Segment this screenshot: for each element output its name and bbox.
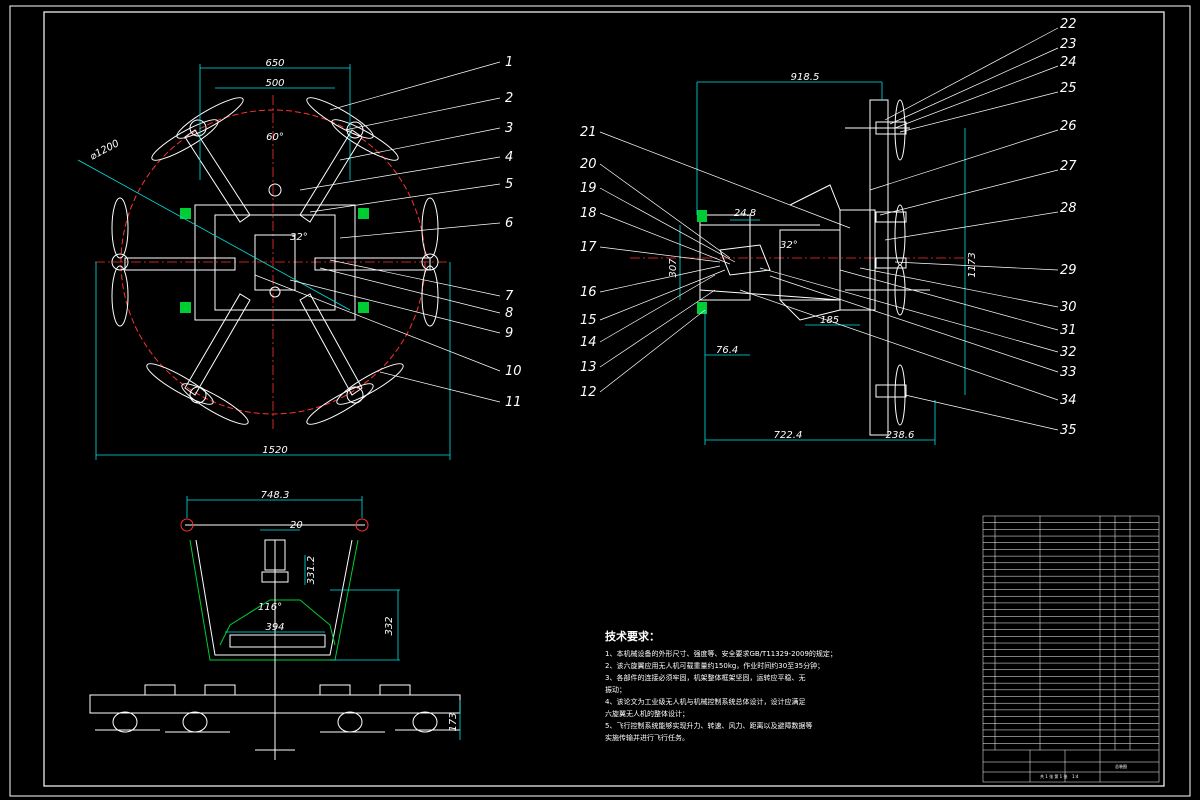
dim-1173: 1173 [967,252,978,277]
dim-2386: 238.6 [886,430,915,441]
balloon-23: 23 [1060,37,1077,52]
outer-frame [9,5,1191,797]
dim-500: 500 [265,78,284,89]
tech-line-2: 2、该六旋翼应用无人机可载重量约150kg，作业时间约30至35分钟； [605,661,824,670]
dim-307: 307 [668,258,679,278]
balloon-26: 26 [1060,119,1077,134]
title-scale: 1:4 [1072,774,1079,779]
balloon-18: 18 [580,206,597,221]
balloon-10: 10 [505,364,522,379]
dim-332: 332 [384,616,395,635]
tech-requirements: 技术要求： 1、本机械设备的外形尺寸、强度等、安全要求GB/T11329-200… [605,629,837,742]
dim-248: 24.8 [734,208,756,219]
dim-918: 918.5 [791,72,820,83]
balloon-9: 9 [505,326,513,341]
tech-line-5: 4、该论文为工业级无人机与机械控制系统总体设计，设计应满足 [605,697,805,706]
tech-line-6: 六旋翼无人机的整体设计； [605,709,689,718]
balloon-15: 15 [580,313,597,328]
balloon-7: 7 [505,289,514,304]
balloon-16: 16 [580,285,597,300]
balloon-12: 12 [580,385,597,400]
side-view: 918.5 722.4 238.6 76.4 24.8 32° 185 307 … [580,17,1077,445]
title-drawing-name: 总装图 [1115,763,1127,769]
balloon-11: 11 [505,395,522,410]
dim-angle-60: 60° [266,132,284,143]
dim-1520: 1520 [262,445,287,456]
balloon-33: 33 [1060,365,1077,380]
tech-line-4: 振动； [605,685,626,694]
balloon-30: 30 [1060,300,1077,315]
balloon-35: 35 [1060,423,1077,438]
tech-title: 技术要求： [605,629,660,643]
balloon-27: 27 [1060,159,1077,174]
balloon-25: 25 [1060,81,1077,96]
dim-7483: 748.3 [261,490,290,501]
tech-line-3: 3、各部件的连接必须牢固，机架整体框架坚固，运转应平稳、无 [605,673,805,682]
balloon-29: 29 [1060,263,1077,278]
bom-table [982,515,1160,783]
balloon-28: 28 [1060,201,1077,216]
dim-angle32: 32° [780,240,798,251]
dim-20: 20 [290,520,303,531]
tech-line-7: 5、飞行控制系统能够实现升力、转速、风力、距离以及避障数据等 [605,721,812,730]
top-view: 650 500 1520 ⌀1200 60° 32° 1 2 3 4 5 6 7… [77,55,522,460]
front-view: 748.3 20 331.2 116° 394 332 173 [89,490,461,760]
dim-764: 76.4 [716,345,738,356]
balloon-31: 31 [1060,323,1077,338]
balloon-19: 19 [580,181,597,196]
balloon-6: 6 [505,216,513,231]
balloon-13: 13 [580,360,597,375]
dim-angle116: 116° [258,602,282,613]
dim-173: 173 [448,712,459,731]
balloon-24: 24 [1060,55,1077,70]
balloon-22: 22 [1060,17,1077,32]
balloon-17: 17 [580,240,597,255]
dim-angle-mid: 32° [290,232,308,243]
balloon-34: 34 [1060,393,1077,408]
balloon-5: 5 [505,177,513,192]
dim-722: 722.4 [774,430,803,441]
balloon-8: 8 [505,306,513,321]
balloon-2: 2 [505,91,513,106]
balloon-1: 1 [505,55,513,70]
dim-3312: 331.2 [306,556,317,585]
tech-line-8: 实施传输并进行飞行任务。 [605,733,689,742]
tech-line-1: 1、本机械设备的外形尺寸、强度等、安全要求GB/T11329-2009的规定； [605,649,837,658]
balloon-21: 21 [580,125,597,140]
balloon-32: 32 [1060,345,1077,360]
balloon-14: 14 [580,335,597,350]
balloon-20: 20 [580,157,597,172]
dim-diameter: ⌀1200 [88,138,121,162]
dim-185: 185 [820,315,839,326]
balloon-4: 4 [505,150,513,165]
balloon-3: 3 [505,121,513,136]
inner-frame [43,11,1165,787]
dim-650: 650 [265,58,284,69]
title-sheet: 共 1 张 第 1 张 [1040,773,1067,779]
dim-394: 394 [265,622,284,633]
